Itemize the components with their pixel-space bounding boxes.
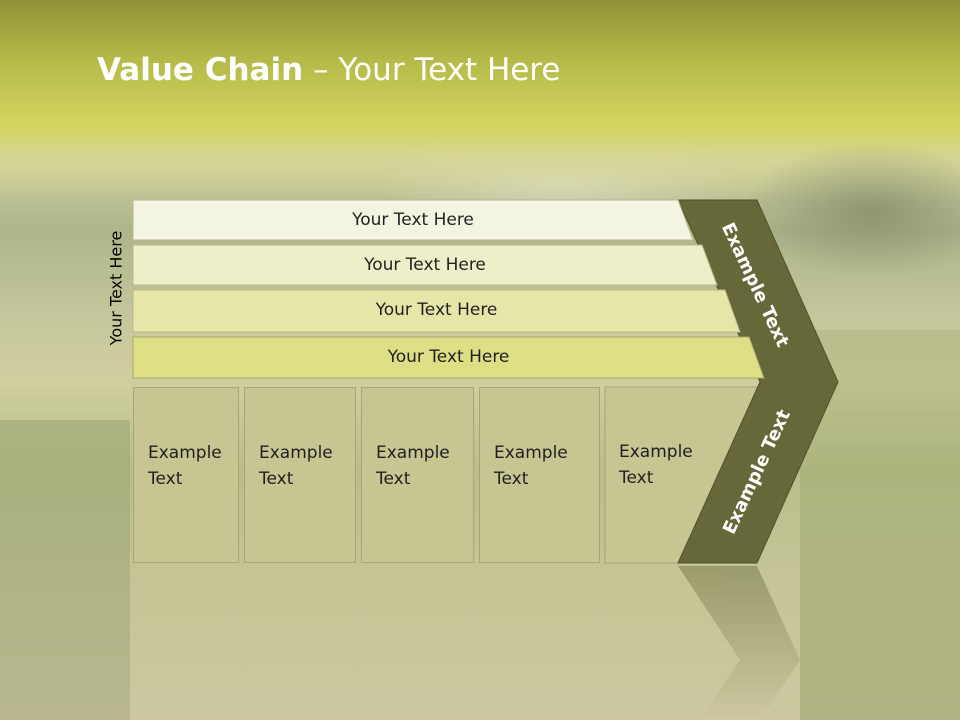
band-2[interactable]: Your Text Here (132, 244, 718, 286)
background-trees (740, 140, 960, 280)
background-grass-right (800, 330, 960, 720)
box-1-label: Example Text (148, 443, 222, 489)
box-3[interactable]: Example Text (361, 387, 474, 563)
box-5-label: Example Text (619, 442, 693, 488)
slide-title: Value Chain – Your Text Here (97, 52, 560, 88)
box-4-label: Example Text (494, 443, 568, 489)
band-1[interactable]: Your Text Here (132, 199, 694, 241)
background-grass-left (0, 420, 130, 720)
box-5[interactable]: Example Text (605, 387, 725, 563)
band-3[interactable]: Your Text Here (132, 289, 741, 333)
box-4[interactable]: Example Text (479, 387, 600, 563)
box-2[interactable]: Example Text (244, 387, 356, 563)
box-4-reflection (479, 565, 600, 720)
box-1[interactable]: Example Text (133, 387, 239, 563)
box-2-label: Example Text (259, 443, 333, 489)
band-4-label: Your Text Here (387, 347, 510, 367)
title-rest: – Your Text Here (303, 52, 561, 88)
box-3-reflection (361, 565, 474, 720)
band-3-label: Your Text Here (375, 300, 498, 320)
side-label: Your Text Here (106, 230, 126, 346)
band-1-label: Your Text Here (352, 210, 474, 230)
box-1-reflection (133, 565, 239, 720)
box-3-label: Example Text (376, 443, 450, 489)
band-4[interactable]: Your Text Here (132, 336, 765, 379)
title-bold: Value Chain (97, 52, 304, 88)
box-5-reflection (605, 565, 725, 720)
box-2-reflection (244, 565, 356, 720)
band-2-label: Your Text Here (364, 255, 486, 275)
